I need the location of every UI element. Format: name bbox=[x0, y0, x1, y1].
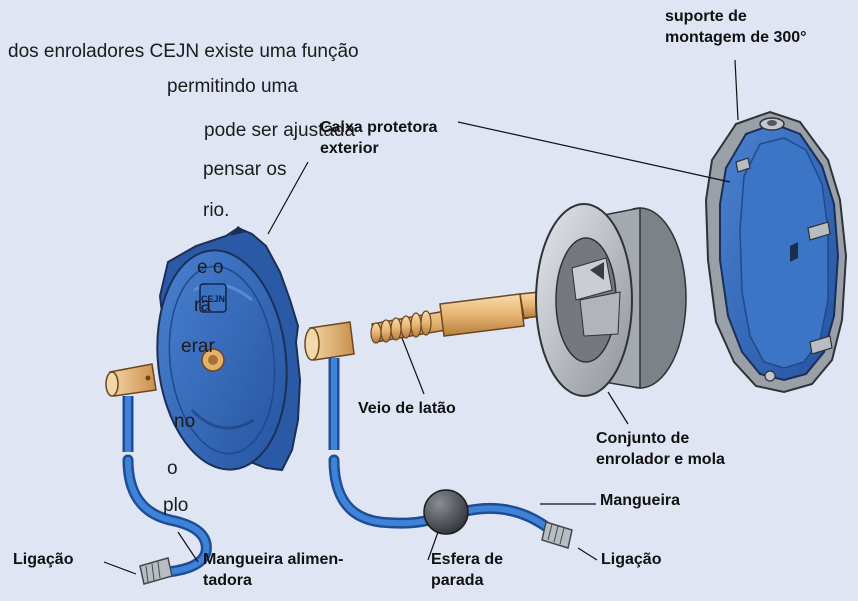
body-text-line-1: dos enroladores CEJN existe uma função bbox=[8, 41, 359, 62]
body-text-line-11: plo bbox=[163, 495, 189, 516]
body-text-line-6: e o bbox=[197, 257, 224, 278]
body-text-line-10: o bbox=[167, 458, 178, 479]
mounting-bracket bbox=[704, 110, 848, 394]
body-text-line-4: pensar os bbox=[203, 159, 287, 180]
body-text-line-8: erar bbox=[181, 336, 215, 357]
label-outer-housing: Caixa protetora exterior bbox=[320, 119, 438, 157]
supply-hose bbox=[105, 363, 212, 578]
outer-housing: CEJN bbox=[156, 226, 302, 472]
reel-spring-assembly bbox=[535, 203, 687, 397]
leader-lines bbox=[103, 59, 739, 575]
stop-ball bbox=[423, 489, 469, 535]
label-mounting-bracket: suporte de montagem de 300° bbox=[665, 8, 807, 46]
label-hose: Mangueira bbox=[600, 492, 681, 509]
label-stop-ball: Esfera de parada bbox=[431, 551, 504, 589]
brass-shaft bbox=[370, 291, 543, 344]
connection-fitting-right bbox=[541, 521, 573, 549]
body-text-line-9: no bbox=[174, 411, 196, 432]
label-reel-spring-assembly: Conjunto de enrolador e mola bbox=[596, 430, 725, 468]
body-text-line-5: rio. bbox=[203, 200, 230, 221]
main-hose bbox=[328, 358, 554, 534]
connection-fitting-left bbox=[139, 557, 173, 585]
body-text-line-7: ra bbox=[194, 295, 211, 316]
shaft-hose-connector bbox=[304, 321, 355, 361]
cejn-logo: CEJN bbox=[201, 294, 225, 304]
label-connection-right: Ligação bbox=[601, 551, 662, 568]
label-brass-shaft: Veio de latão bbox=[358, 400, 456, 417]
label-connection-left: Ligação bbox=[13, 551, 74, 568]
cejn-logo-plate bbox=[199, 283, 227, 313]
body-text-line-3: pode ser ajustada bbox=[204, 120, 356, 141]
body-text-line-2: permitindo uma bbox=[167, 76, 298, 97]
label-supply-hose: Mangueira alimen- tadora bbox=[203, 551, 344, 589]
